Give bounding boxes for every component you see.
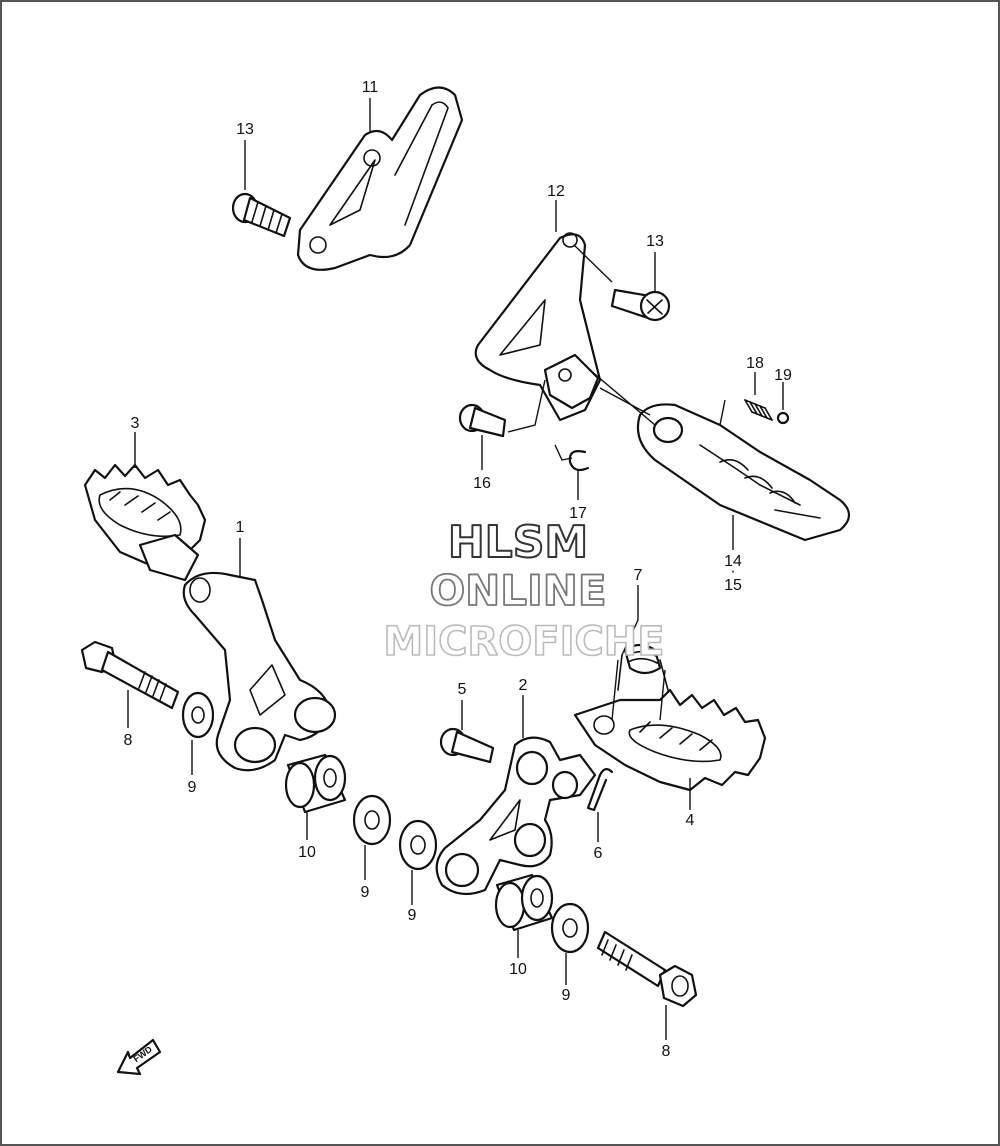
callout-label: 9 — [562, 987, 571, 1004]
callout-labels: 11 13 12 13 18 19 16 17 14 · 15 3 1 7 5 … — [124, 79, 792, 1060]
callout-label: 19 — [774, 367, 792, 384]
leader-lines — [127, 98, 784, 1040]
callout-label: 9 — [408, 907, 417, 924]
callout-label: 18 — [746, 355, 764, 372]
part-1-holder-left — [182, 571, 337, 772]
callout-label: 2 — [519, 677, 528, 694]
part-12-bracket — [474, 232, 602, 422]
callout-label: 9 — [188, 779, 197, 796]
callout-label: 7 — [634, 567, 643, 584]
callout-label: 5 — [458, 681, 467, 698]
callout-label: 6 — [594, 845, 603, 862]
part-11-heel-guard — [296, 86, 464, 271]
callout-label: 9 — [361, 884, 370, 901]
part-10-bushing-right — [494, 873, 554, 932]
callout-label: 3 — [131, 415, 140, 432]
callout-label: 4 — [686, 812, 695, 829]
part-17-clip — [568, 450, 590, 472]
part-14-15-footpeg — [636, 403, 851, 542]
part-13-screw-a — [231, 192, 292, 238]
callout-label: 11 — [362, 79, 379, 96]
watermark-line-2: ONLINE — [429, 566, 606, 615]
watermark-line-3: MICROFICHE — [383, 619, 664, 665]
watermark-line-1: HLSM — [448, 517, 588, 568]
part-13-screw-b — [610, 288, 671, 322]
callout-label: 17 — [569, 505, 587, 522]
part-9-washer-b — [352, 794, 392, 846]
callout-label: 10 — [298, 844, 316, 861]
part-16-pin — [458, 403, 507, 438]
callout-label: 1 — [236, 519, 245, 536]
callout-label: 8 — [124, 732, 133, 749]
part-10-bushing-left — [284, 753, 347, 814]
part-18-spring — [744, 399, 773, 421]
part-5-pin — [439, 727, 495, 764]
part-3-footpeg-left — [83, 463, 207, 582]
part-6-cotter-pin — [586, 768, 614, 812]
callout-label: · — [730, 563, 735, 580]
part-4-footpeg-right — [573, 688, 767, 792]
callout-label: 13 — [646, 233, 664, 250]
watermark: HLSM ONLINE MICROFICHE — [383, 516, 666, 666]
part-9-washer-c — [398, 819, 438, 871]
part-9-washer-d — [550, 902, 590, 954]
part-8-bolt-left — [80, 640, 180, 710]
callout-label: 8 — [662, 1043, 671, 1060]
callout-label: 14 — [724, 553, 742, 570]
part-8-bolt-right — [596, 930, 698, 1008]
part-2-holder-right — [435, 736, 597, 896]
callout-label: 16 — [473, 475, 491, 492]
part-7-spring — [617, 643, 669, 691]
callout-label: 13 — [236, 121, 254, 138]
fwd-arrow-icon: FWD — [116, 1038, 162, 1076]
callout-label: 12 — [547, 183, 565, 200]
part-19-ball — [776, 411, 790, 425]
part-9-washer-a — [181, 691, 215, 739]
callout-label: 15 — [724, 577, 742, 594]
callout-label: 10 — [509, 961, 527, 978]
